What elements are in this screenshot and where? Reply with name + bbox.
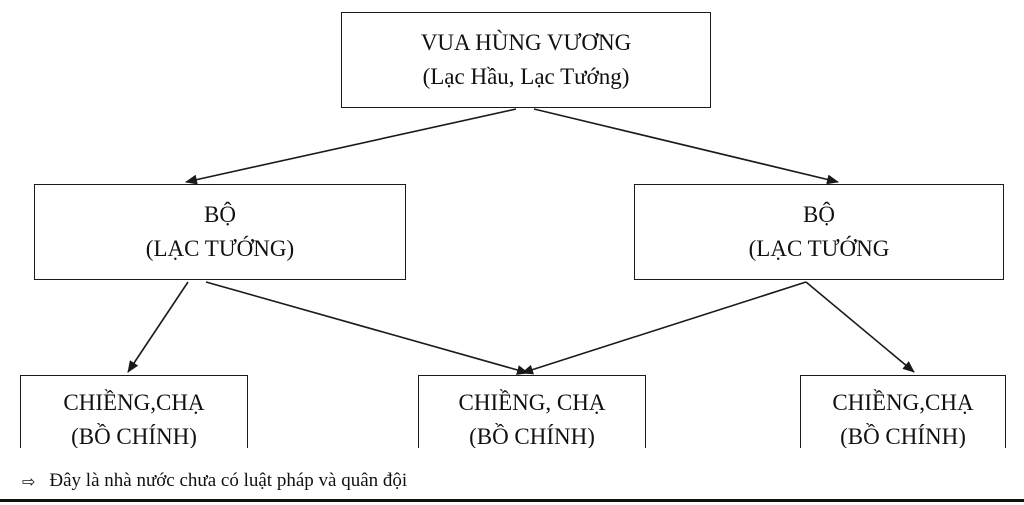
- node-title: CHIỀNG,CHẠ: [832, 390, 974, 415]
- edge-right-to-bottom-middle: [521, 281, 807, 375]
- node-title: BỘ: [803, 202, 835, 227]
- edge-left-to-bottom-middle: [205, 281, 529, 375]
- bottom-rule: [0, 499, 1024, 502]
- edge-top-to-left: [185, 108, 517, 185]
- node-title: CHIỀNG,CHẠ: [63, 390, 205, 415]
- edge-left-to-bottom-left: [127, 281, 189, 373]
- edge-right-to-bottom-right: [805, 281, 915, 373]
- node-title: CHIỀNG, CHẠ: [458, 390, 606, 415]
- node-title: VUA HÙNG VƯƠNG: [420, 30, 632, 55]
- node-chieng-cha-left: CHIỀNG,CHẠ (BỒ CHÍNH): [20, 375, 248, 448]
- conclusion-text: Đây là nhà nước chưa có luật pháp và quâ…: [49, 470, 408, 491]
- edge-top-to-right: [533, 108, 839, 185]
- node-chieng-cha-middle: CHIỀNG, CHẠ (BỒ CHÍNH): [418, 375, 646, 448]
- node-subtitle: (BỒ CHÍNH): [469, 424, 595, 448]
- conclusion-note: ⇨ Đây là nhà nước chưa có luật pháp và q…: [22, 470, 407, 492]
- node-title: BỘ: [204, 202, 236, 227]
- node-bo-left: BỘ (LẠC TƯỚNG): [34, 184, 406, 280]
- node-subtitle: (BỒ CHÍNH): [840, 424, 966, 448]
- node-subtitle: (LẠC TƯỚNG): [145, 236, 295, 261]
- node-bo-right: BỘ (LẠC TƯỚNG: [634, 184, 1004, 280]
- arrow-right-outline-icon: ⇨: [22, 471, 36, 491]
- node-subtitle: (LẠC TƯỚNG: [748, 236, 890, 261]
- node-subtitle: (BỒ CHÍNH): [71, 424, 197, 448]
- node-chieng-cha-right: CHIỀNG,CHẠ (BỒ CHÍNH): [800, 375, 1006, 448]
- node-vua-hung-vuong: VUA HÙNG VƯƠNG (Lạc Hầu, Lạc Tướng): [341, 12, 711, 108]
- node-subtitle: (Lạc Hầu, Lạc Tướng): [422, 64, 630, 89]
